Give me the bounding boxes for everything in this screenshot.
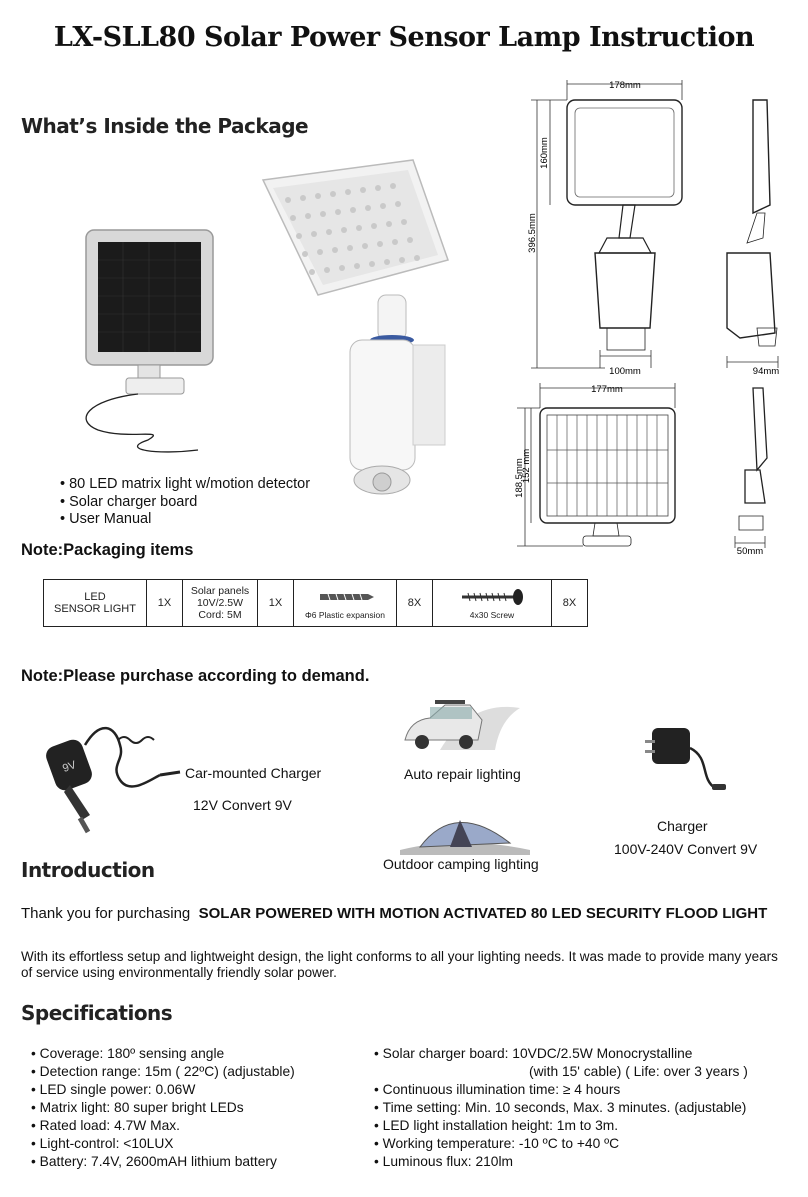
car-charger-title: Car-mounted Charger [185, 765, 322, 781]
list-item: Solar charger board [60, 494, 310, 512]
spec-item: Matrix light: 80 super bright LEDs [31, 1099, 295, 1117]
camping-caption: Outdoor camping lighting [383, 856, 539, 872]
package-heading: What’s Inside the Package [21, 114, 309, 138]
packaging-cell-solar: Solar panels 10V/2.5W Cord: 5M [182, 579, 258, 627]
dim-solar-depth: 50mm [737, 546, 763, 557]
qty-lamp: 1X [146, 579, 183, 627]
packaging-table: LED SENSOR LIGHT 1X Solar panels 10V/2.5… [43, 579, 588, 627]
dim-solar-panel: 152 mm [521, 449, 532, 483]
introduction-lead: Thank you for purchasing [21, 905, 191, 922]
spec-item: LED single power: 0.06W [31, 1081, 295, 1099]
solar-panel-image [85, 229, 214, 453]
specs-left: Coverage: 180º sensing angle Detection r… [31, 1045, 295, 1171]
product-photo [85, 159, 449, 495]
introduction-body: With its effortless setup and lightweigh… [21, 949, 778, 980]
spec-item: LED light installation height: 1m to 3m. [374, 1117, 794, 1135]
charger-title: Charger [657, 818, 708, 834]
spec-item: Solar charger board: 10VDC/2.5W Monocrys… [374, 1045, 794, 1063]
dim-side-depth: 94mm [753, 366, 779, 377]
introduction-heading: Introduction [21, 858, 155, 882]
product-name: SOLAR POWERED WITH MOTION ACTIVATED 80 L… [198, 905, 768, 922]
packaging-cell-screw: 4x30 Screw [432, 579, 552, 627]
dim-top-width: 178mm [609, 80, 641, 91]
spec-item: Luminous flux: 210lm [374, 1153, 794, 1171]
spec-item: Continuous illumination time: ≥ 4 hours [374, 1081, 794, 1099]
qty-solar: 1X [257, 579, 294, 627]
camping-image [400, 820, 530, 855]
spec-item: Battery: 7.4V, 2600mAH lithium battery [31, 1153, 295, 1171]
packaging-heading: Note:Packaging items [21, 541, 194, 559]
charger-spec: 100V-240V Convert 9V [614, 841, 758, 857]
car-charger-image: 9V [46, 726, 181, 834]
specifications-heading: Specifications [21, 1001, 173, 1025]
qty-screw: 8X [551, 579, 588, 627]
screw-icon [462, 588, 523, 605]
spec-item: Coverage: 180º sensing angle [31, 1045, 295, 1063]
dimension-drawings: 178mm 160mm 396.5mm 100mm 94mm 177mm 188… [514, 80, 779, 557]
dim-total-height: 396.5mm [527, 213, 538, 253]
spec-item: Working temperature: -10 ºC to +40 ºC [374, 1135, 794, 1153]
dim-panel-height: 160mm [539, 137, 550, 169]
car-charger-spec: 12V Convert 9V [193, 797, 292, 813]
expansion-anchor-icon [320, 593, 374, 600]
packaging-cell-anchor: Φ6 Plastic expansion [293, 579, 397, 627]
purchase-heading: Note:Please purchase according to demand… [21, 667, 370, 685]
spec-item: Detection range: 15m ( 22ºC) (adjustable… [31, 1063, 295, 1081]
wall-charger-image [645, 728, 726, 790]
car-charger-badge: 9V [61, 759, 78, 775]
auto-repair-image [404, 700, 520, 750]
list-item: User Manual [60, 511, 310, 529]
specs-right: Solar charger board: 10VDC/2.5W Monocrys… [374, 1045, 794, 1171]
dim-base-width: 100mm [609, 366, 641, 377]
list-item: 80 LED matrix light w/motion detector [60, 476, 310, 494]
spec-item: Rated load: 4.7W Max. [31, 1117, 295, 1135]
package-items: 80 LED matrix light w/motion detector So… [60, 476, 310, 529]
spec-item-continued: (with 15' cable) ( Life: over 3 years ) [529, 1064, 748, 1079]
packaging-cell-lamp: LED SENSOR LIGHT [43, 579, 147, 627]
dim-solar-total: 188.5mm [514, 458, 525, 498]
lamp-image [261, 159, 449, 495]
spec-item: Time setting: Min. 10 seconds, Max. 3 mi… [374, 1099, 794, 1117]
auto-repair-caption: Auto repair lighting [404, 766, 521, 782]
page-title: LX-SLL80 Solar Power Sensor Lamp Instruc… [53, 22, 755, 53]
qty-anchor: 8X [396, 579, 433, 627]
spec-item: Light-control: <10LUX [31, 1135, 295, 1153]
introduction-lead-block: Thank you for purchasing SOLAR POWERED W… [21, 905, 791, 923]
dim-solar-width: 177mm [591, 384, 623, 395]
